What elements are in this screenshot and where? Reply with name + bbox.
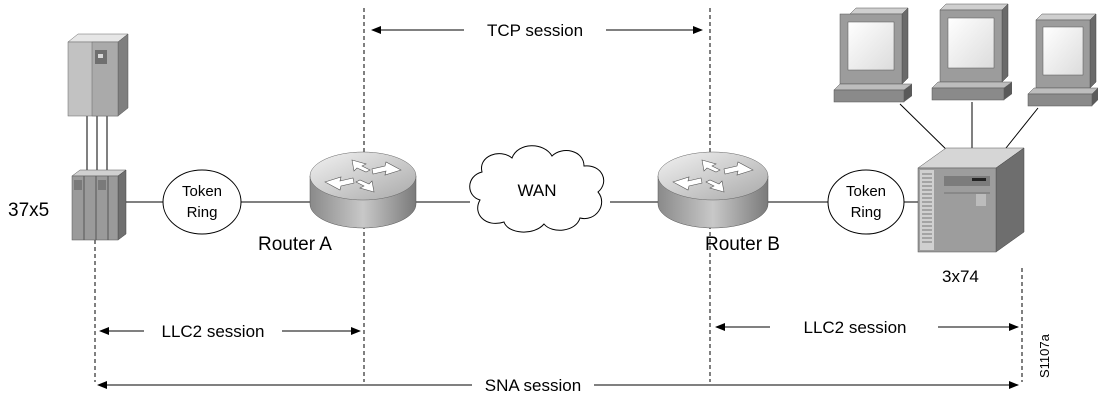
network-links (126, 102, 1039, 203)
tcp-session-label: TCP session (487, 21, 583, 40)
sna-session-label: SNA session (485, 376, 581, 395)
llc2-session-left-label: LLC2 session (161, 322, 264, 341)
mainframe-host-icon (67, 33, 129, 117)
router-a-icon (309, 151, 417, 229)
wan-label: WAN (517, 181, 556, 200)
token-ring-right: Token Ring (827, 169, 905, 235)
terminal-icon-3 (1027, 13, 1099, 107)
token-ring-left-line1: Token (182, 183, 222, 200)
figure-id: S1107a (1037, 333, 1052, 378)
router-b-icon (657, 151, 769, 229)
llc2-session-right-label: LLC2 session (803, 318, 906, 337)
controller-3x74-icon (917, 147, 1025, 253)
token-ring-right-line1: Token (846, 183, 886, 200)
token-ring-right-line2: Ring (851, 204, 882, 221)
terminal-icon-1 (833, 7, 913, 103)
token-ring-left-line2: Ring (187, 204, 218, 221)
boundary-lines (94, 8, 1023, 382)
router-b-label: Router B (705, 234, 780, 255)
controller-label: 3x74 (942, 267, 979, 286)
terminal-icon-2 (931, 3, 1013, 101)
wan-cloud-icon: WAN (469, 145, 605, 233)
fep-label: 37x5 (8, 200, 49, 221)
host-channel-lines (86, 108, 108, 172)
router-a-label: Router A (258, 234, 332, 255)
token-ring-left: Token Ring (162, 169, 242, 235)
fep-37x5-icon (71, 169, 127, 241)
